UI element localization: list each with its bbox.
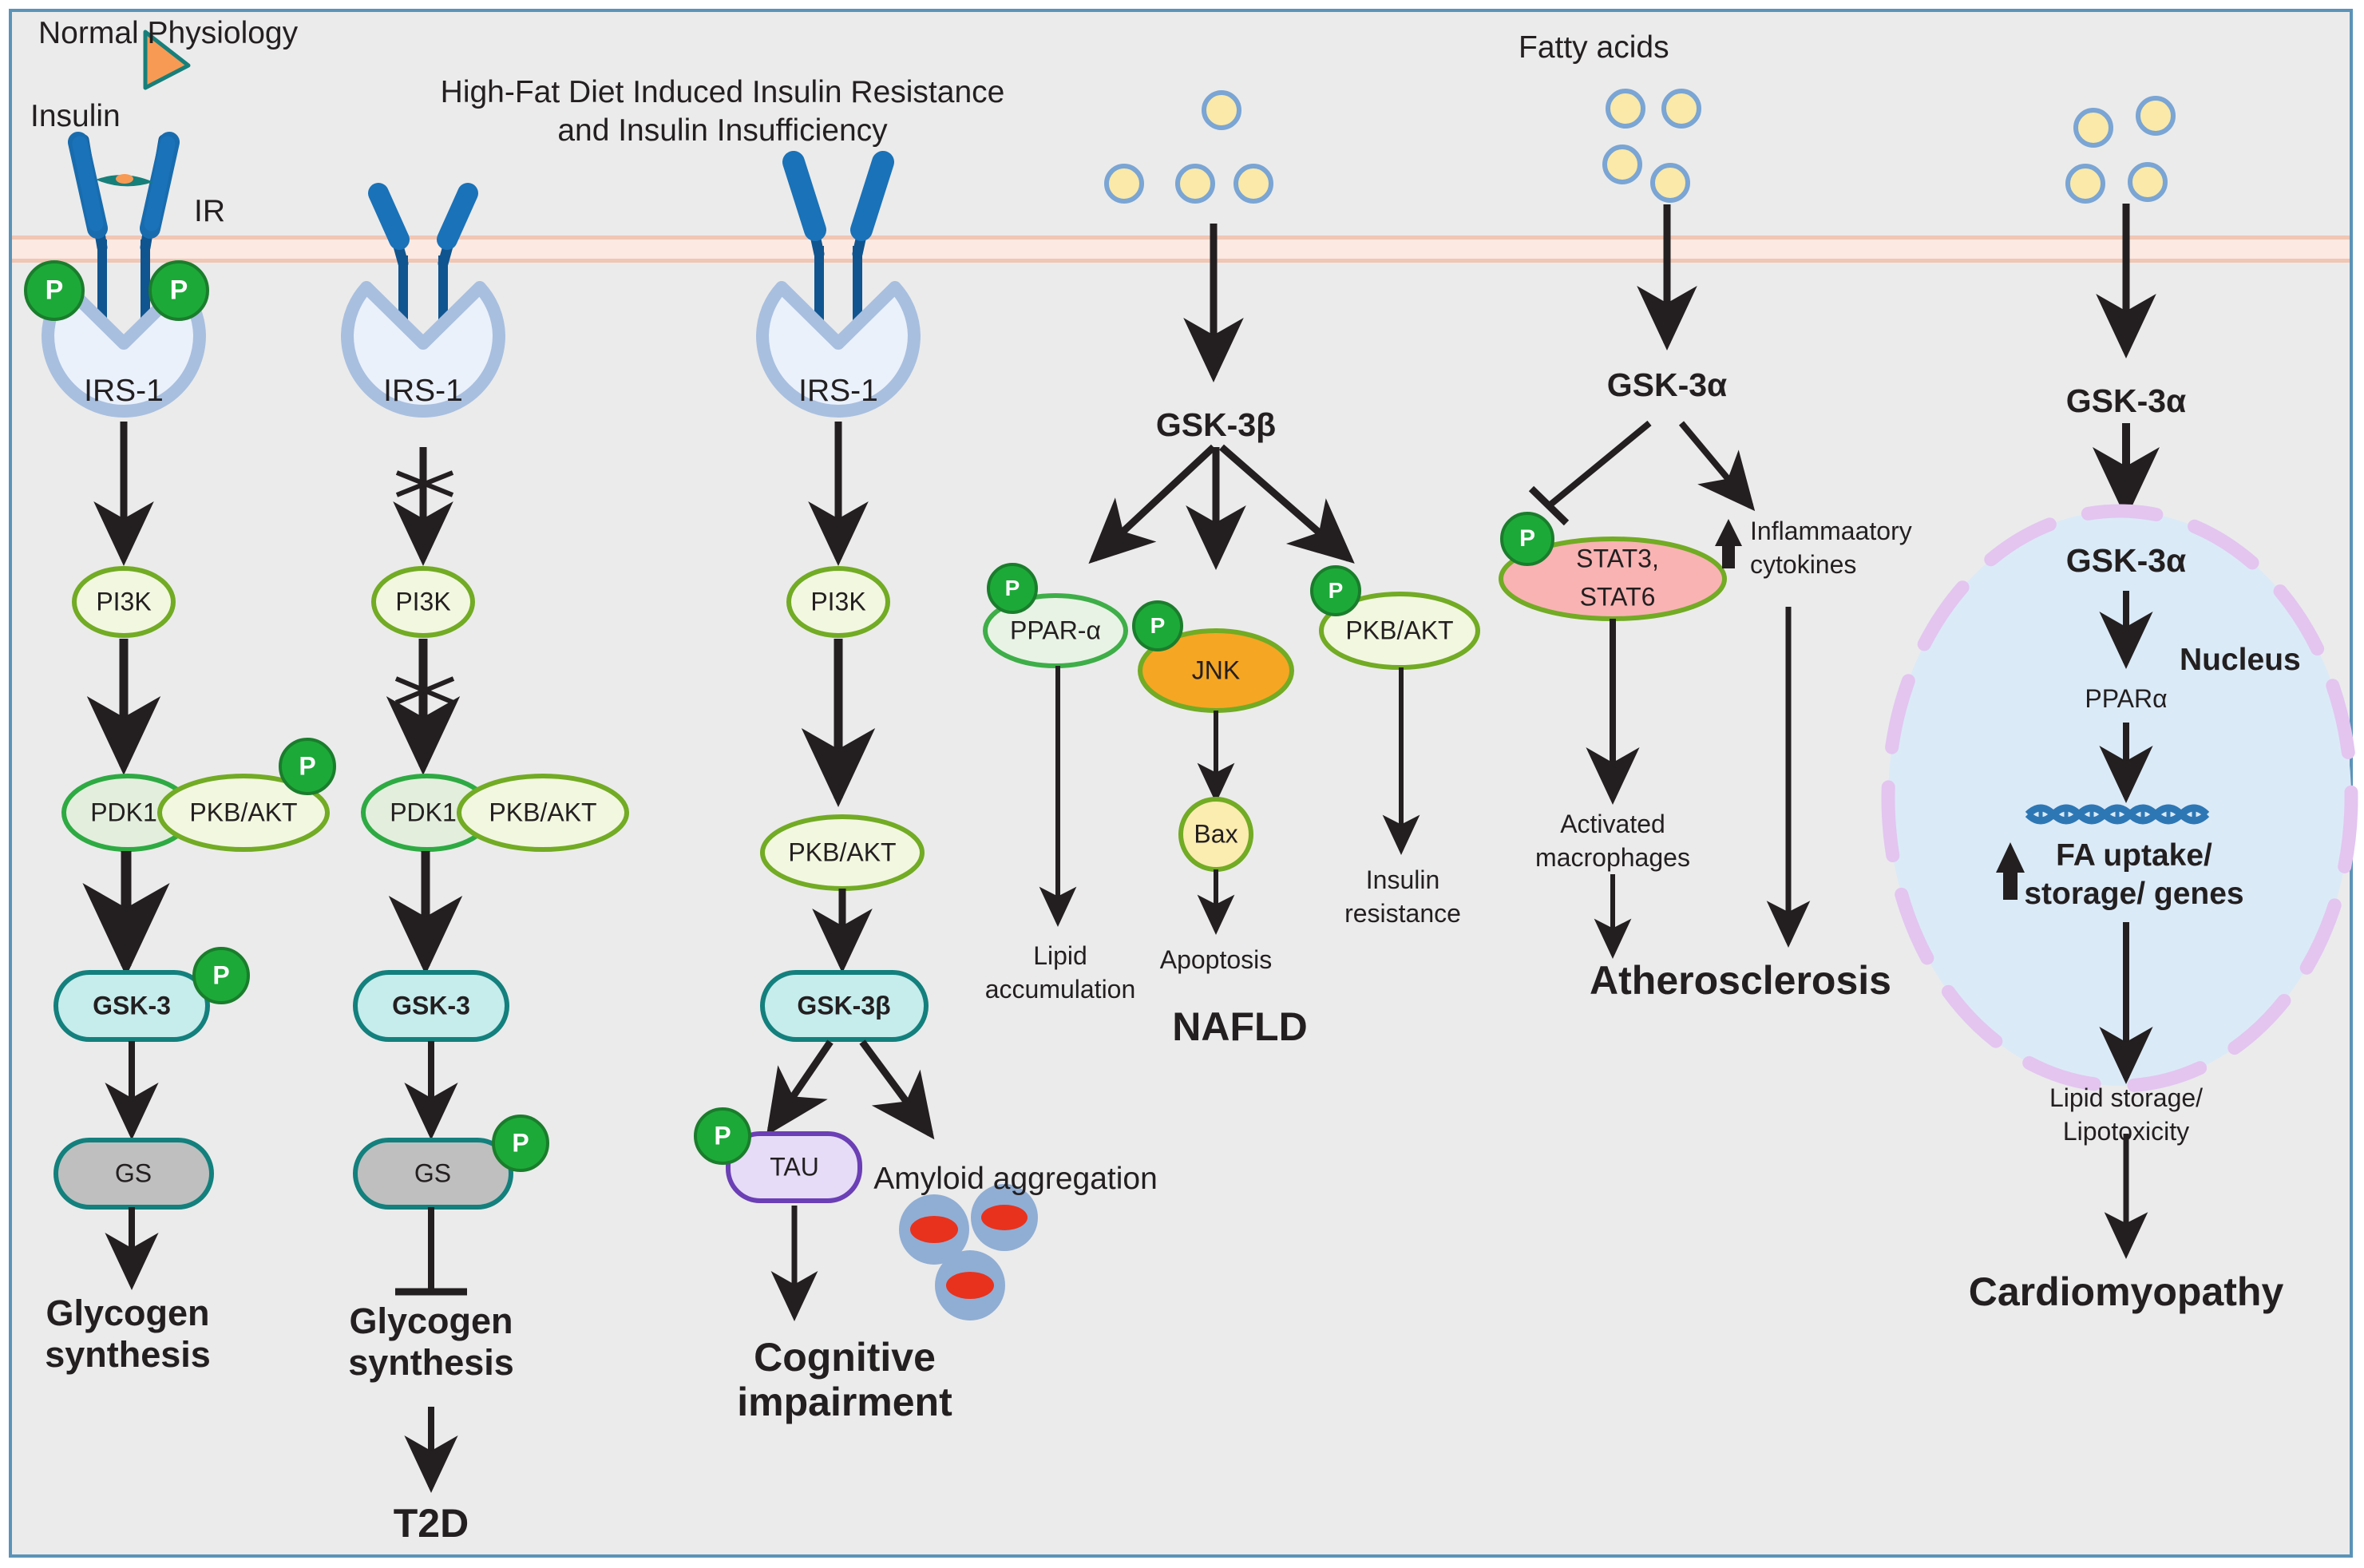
heading-hfd-line1: High-Fat Diet Induced Insulin Resistance [440,75,1005,109]
phospho-badge-icon [1500,512,1554,566]
heading-normal-physiology: Normal Physiology [38,16,299,50]
amyloid-plaque-icon [899,1184,1038,1321]
nucleus-shape [1881,504,2358,1093]
fatty-acid-group-col6 [2065,96,2176,204]
insulin-receptor-col2 [368,183,478,375]
dna-strand-icon [2025,804,2210,825]
pi3k-node [371,566,475,638]
phospho-badge-icon [1310,565,1361,616]
gsk3b-node [760,970,929,1042]
up-arrow-icon [1715,519,1742,568]
label-fa-line1: FA uptake/ [2056,838,2212,873]
insulin-molecule-icon [143,30,191,90]
outcome-nafld: NAFLD [1172,1004,1308,1049]
outcome-atherosclerosis: Atherosclerosis [1590,958,1891,1003]
blocked-arrow-pi3k-pdk1 [394,676,455,705]
phospho-badge-icon [279,738,336,795]
node-label-ppar-alpha: PPARα [2085,684,2168,713]
phospho-badge-icon [492,1115,549,1172]
pi3k-node [786,566,890,638]
inhibition-gs-glycogen [395,1207,467,1296]
outcome-t2d: T2D [393,1501,469,1546]
label-nucleus: Nucleus [2180,643,2301,677]
phospho-badge-icon [1132,600,1183,651]
label-macrophages-line2: macrophages [1535,843,1690,872]
phospho-badge-icon [192,947,250,1004]
tau-node [726,1131,862,1203]
label-insulin-resistance-line1: Insulin [1365,865,1440,894]
blocked-arrow-irs1-pi3k [395,470,454,497]
label-lipid-line2: accumulation [984,975,1136,1004]
phospho-badge-icon [694,1107,751,1165]
label-lipid-storage-line2: Lipotoxicity [2062,1117,2190,1146]
label-insulin-resistance-line2: resistance [1344,899,1461,928]
gs-node [353,1138,513,1210]
phospho-badge-icon [24,260,85,321]
label-ir: IR [194,194,225,228]
fatty-acid-group-col5 [1602,89,1701,203]
label-insulin: Insulin [30,99,121,133]
outcome-glycogen-line1: Glycogen [46,1293,210,1333]
gs-node [53,1138,214,1210]
pkb-akt-node [457,774,629,852]
gsk3-node [353,970,509,1042]
label-lipid-storage-line1: Lipid storage/ [2049,1083,2204,1112]
node-label-gsk3b: GSK-3β [1155,406,1277,443]
node-label-gsk3a-inner: GSK-3α [2065,542,2187,579]
heading-fatty-acids: Fatty acids [1519,30,1669,65]
inhibition-gsk3a-stat [1528,420,1652,526]
pi3k-node [72,566,176,638]
label-lipid-line1: Lipid [1033,941,1087,970]
pkb-akt-node [157,774,330,852]
phospho-badge-icon [148,260,209,321]
gsk3-node [53,970,210,1042]
heading-hfd-line2: and Insulin Insufficiency [557,113,888,148]
label-cytokines-line1: Inflammaatory [1750,517,1912,545]
insulin-receptor-col3 [782,151,894,374]
node-label-gsk3a: GSK-3α [1606,366,1728,403]
label-cytokines-line2: cytokines [1750,550,1857,579]
plasma-membrane [12,236,2350,263]
phospho-badge-icon [987,563,1038,614]
fatty-acid-group-col4 [1104,90,1273,204]
label-apoptosis: Apoptosis [1159,945,1273,974]
outcome-glycogen-line2: synthesis [45,1334,211,1375]
bax-node [1178,797,1253,872]
irs1-receptor-col2 [341,281,505,418]
outcome-glycogen-line1: Glycogen [349,1301,513,1341]
outcome-cardiomyopathy: Cardiomyopathy [1968,1269,2284,1314]
label-fa-line2: storage/ genes [2024,877,2244,911]
label-macrophages-line1: Activated [1560,810,1665,838]
pkb-akt-node [760,814,925,891]
outcome-glycogen-line2: synthesis [348,1342,514,1383]
outcome-cognitive-line1: Cognitive [754,1335,936,1380]
outcome-cognitive-line2: impairment [737,1380,952,1424]
label-amyloid-aggregation: Amyloid aggregation [873,1162,1158,1196]
irs1-receptor-col3 [756,281,921,418]
node-label-gsk3a-outer: GSK-3α [2065,382,2187,419]
up-arrow-icon [1996,842,2025,900]
